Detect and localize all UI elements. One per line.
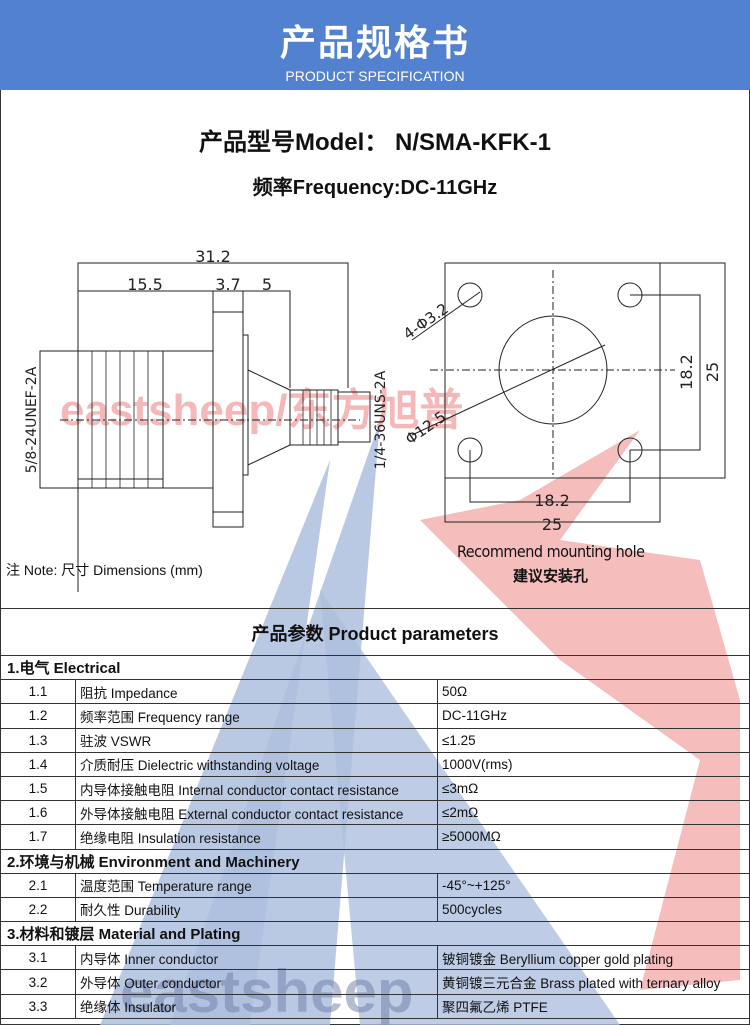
section-title: 2.环境与机械 Environment and Machinery — [0, 848, 750, 874]
row-value: 50Ω — [437, 679, 750, 705]
thread-left-label: 5/8-24UNEF-2A — [24, 366, 40, 473]
h-outer-label: 25 — [542, 515, 562, 534]
recommend-label-en: Recommend mounting hole — [457, 542, 645, 561]
row-number: 1.4 — [0, 751, 76, 777]
row-value: ≥5000MΩ — [437, 824, 750, 850]
v-inner-label: 18.2 — [677, 354, 696, 390]
row-number: 1.6 — [0, 800, 76, 826]
row-number: 2.2 — [0, 896, 76, 923]
row-number: 1.5 — [0, 775, 76, 802]
row-param: 耐久性 Durability — [75, 896, 438, 923]
header-subtitle: PRODUCT SPECIFICATION — [285, 68, 465, 84]
v-outer-label: 25 — [703, 362, 722, 382]
dim-d2: 3.7 — [215, 275, 240, 294]
row-value: 黄铜镀三元合金 Brass plated with ternary alloy — [437, 969, 750, 995]
row-number: 2.1 — [0, 872, 76, 898]
divider — [0, 608, 750, 609]
row-param: 内导体接触电阻 Internal conductor contact resis… — [75, 775, 438, 802]
row-param: 驻波 VSWR — [75, 727, 438, 753]
row-number: 1.3 — [0, 727, 76, 753]
row-param: 内导体 Inner conductor — [75, 945, 438, 971]
row-param: 介质耐压 Dielectric withstanding voltage — [75, 751, 438, 777]
section-row: 2.环境与机械 Environment and Machinery — [0, 848, 750, 874]
side-view: 31.2 15.5 3.7 5 5/8-24UNEF-2A 1/4-36UNS-… — [24, 247, 389, 592]
center-dia-label: Φ12.5 — [402, 408, 449, 449]
dim-total: 31.2 — [195, 247, 231, 266]
recommend-label-cn: 建议安装孔 — [513, 568, 589, 585]
section-row: 3.材料和镀层 Material and Plating — [0, 921, 750, 947]
row-param: 阻抗 Impedance — [75, 679, 438, 705]
model-title: 产品型号Model： N/SMA-KFK-1 — [199, 129, 551, 156]
row-value: ≤2mΩ — [437, 800, 750, 826]
section-title: 1.电气 Electrical — [0, 654, 750, 681]
row-value: ≤3mΩ — [437, 775, 750, 802]
dim-d3: 5 — [262, 275, 272, 294]
row-value: DC-11GHz — [437, 703, 750, 729]
row-param: 绝缘体 Insulator — [75, 993, 438, 1019]
header-banner: 产品规格书 PRODUCT SPECIFICATION — [0, 0, 750, 90]
thread-right-label: 1/4-36UNS-2A — [373, 370, 389, 469]
row-param: 外导体 Outer conductor — [75, 969, 438, 995]
row-value: 500cycles — [437, 896, 750, 923]
row-number: 1.7 — [0, 824, 76, 850]
row-value: 1000V(rms) — [437, 751, 750, 777]
row-value: 聚四氟乙烯 PTFE — [437, 993, 750, 1019]
dimension-note: 注 Note: 尺寸 Dimensions (mm) — [6, 562, 203, 578]
section-title: 3.材料和镀层 Material and Plating — [0, 921, 750, 947]
row-number: 3.1 — [0, 945, 76, 971]
row-number: 1.1 — [0, 679, 76, 705]
params-title: 产品参数 Product parameters — [251, 624, 499, 644]
dim-d1: 15.5 — [127, 275, 163, 294]
row-number: 3.2 — [0, 969, 76, 995]
header-title: 产品规格书 — [279, 22, 470, 63]
row-param: 温度范围 Temperature range — [75, 872, 438, 898]
h-inner-label: 18.2 — [534, 491, 570, 510]
hole-label: 4-Φ3.2 — [400, 299, 452, 343]
row-param: 绝缘电阻 Insulation resistance — [75, 824, 438, 850]
row-number: 1.2 — [0, 703, 76, 729]
section-row: 1.电气 Electrical — [0, 654, 750, 681]
technical-drawing: 31.2 15.5 3.7 5 5/8-24UNEF-2A 1/4-36UNS-… — [24, 247, 726, 592]
row-value: ≤1.25 — [437, 727, 750, 753]
row-value: -45°~+125° — [437, 872, 750, 898]
frequency-title: 频率Frequency:DC-11GHz — [252, 177, 498, 199]
row-param: 频率范围 Frequency range — [75, 703, 438, 729]
mounting-view: 4-Φ3.2 Φ12.5 18.2 25 18.2 25 — [400, 262, 726, 534]
row-number: 3.3 — [0, 993, 76, 1019]
row-param: 外导体接触电阻 External conductor contact resis… — [75, 800, 438, 826]
row-value: 铍铜镀金 Beryllium copper gold plating — [437, 945, 750, 971]
